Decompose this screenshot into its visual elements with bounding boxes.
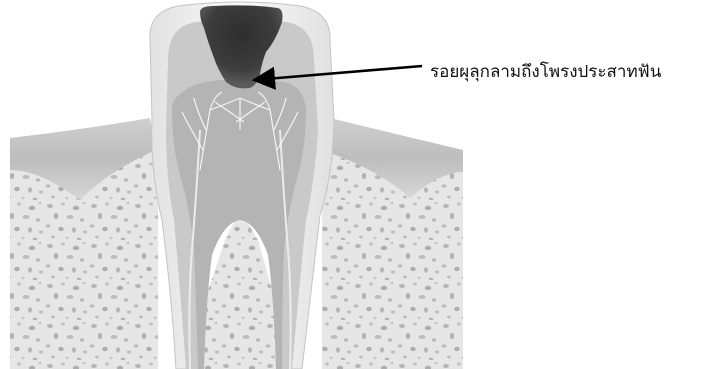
annotation-label: รอยผุลุกลามถึงโพรงประสาทฟัน: [430, 58, 661, 85]
